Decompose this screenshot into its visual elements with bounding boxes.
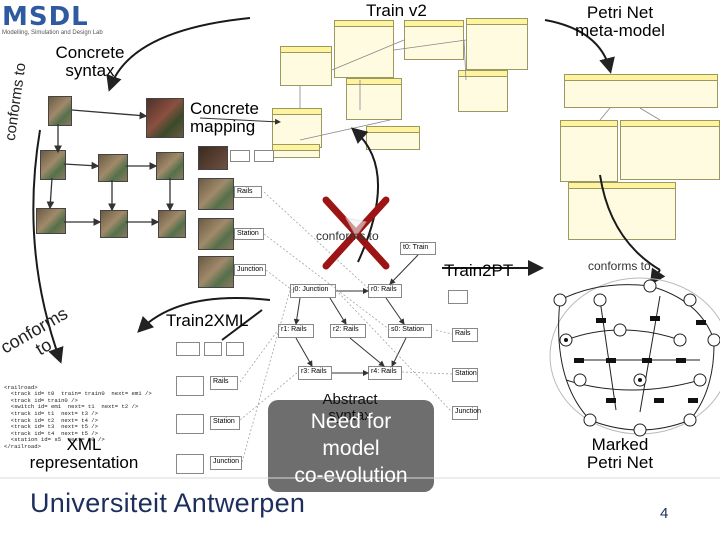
track-photo-3 xyxy=(40,150,66,180)
node-train: t0: Train xyxy=(400,242,436,255)
university-name: Universiteit Antwerpen xyxy=(30,488,306,518)
msdl-logo: MSDL Modelling, Simulation and Design La… xyxy=(2,2,106,42)
xml-line: <railroad> xyxy=(4,383,38,391)
xml-line: </railroad> xyxy=(4,442,41,450)
petri-net-metamodel-title: Petri Net meta-model xyxy=(575,3,665,40)
xml-mini-4 xyxy=(176,376,204,396)
xml-station-box: Station xyxy=(210,416,240,430)
xml-rails-box: Rails xyxy=(210,376,238,390)
mapping-small-box-2 xyxy=(254,150,274,162)
logo-tagline: Modelling, Simulation and Design Lab xyxy=(2,30,103,36)
need-for-coevolution-text: Need for model co-evolution xyxy=(294,410,408,487)
train2xml-label: Train2XML xyxy=(166,311,249,330)
node-rails-0: r0: Rails xyxy=(368,284,402,298)
track-photo-2 xyxy=(98,154,128,182)
right-rails-box: Rails xyxy=(452,328,478,342)
mapping-small-box-1 xyxy=(230,150,250,162)
xml-mini-3 xyxy=(226,342,244,356)
logo-wordmark: MSDL xyxy=(2,2,89,32)
right-mini-1 xyxy=(448,290,468,304)
mapping-junction-box: Junction xyxy=(234,264,266,276)
xml-junction-box: Junction xyxy=(210,456,242,470)
node-rails-4: r4: Rails xyxy=(368,366,402,380)
conforms-to-middle-label: conforms to xyxy=(316,229,379,243)
mapping-station-box: Station xyxy=(234,228,264,240)
mapping-photo-train xyxy=(198,146,228,170)
petrinet-metamodel-diagram xyxy=(560,70,720,240)
train-photo xyxy=(146,98,184,138)
mapping-photo-station xyxy=(198,218,234,250)
train-metamodel-diagram xyxy=(262,18,530,158)
conforms-to-right-label: conforms to xyxy=(588,259,651,273)
abstract-syntax-label: Abstract syntax xyxy=(322,391,378,424)
concrete-syntax-label: Concrete syntax xyxy=(55,43,125,80)
xml-mini-6 xyxy=(176,454,204,474)
right-station-box: Station xyxy=(452,368,478,382)
train2pt-label: Train2PT xyxy=(444,261,514,280)
train-v2-title: Train v2 xyxy=(366,1,427,20)
xml-mini-5 xyxy=(176,414,204,434)
xml-line: <switch id= em1 next= t1 next= t2 /> xyxy=(4,403,139,411)
right-junction-box: Junction xyxy=(452,406,481,420)
xml-line: <track id= t4 next= t5 /> xyxy=(4,429,98,437)
concrete-mapping-label: Concrete mapping xyxy=(190,99,259,136)
xml-line: <station id= s5 next= t0 /> xyxy=(4,436,105,444)
node-junction: j0: Junction xyxy=(290,284,336,298)
xml-line: <track id= train0 /> xyxy=(4,396,78,404)
xml-line: <track id= t3 next= t5 /> xyxy=(4,423,98,431)
mapping-photo-rails xyxy=(198,178,234,210)
page-number: 4 xyxy=(660,505,669,522)
xml-mini-2 xyxy=(204,342,222,356)
co-evolution-callout xyxy=(268,400,434,492)
xml-line: <track id= t1 next= t3 /> xyxy=(4,409,98,417)
xml-mini-1 xyxy=(176,342,200,356)
xml-representation-label: XML representation xyxy=(29,435,139,472)
mapping-photo-junction xyxy=(198,256,234,288)
xml-line: <track id= t0 train= train0 next= em1 /> xyxy=(4,390,152,398)
xml-line: <track id= t2 next= t4 /> xyxy=(4,416,98,424)
marked-petri-net-label: Marked Petri Net xyxy=(586,435,654,472)
node-rails-2: r2: Rails xyxy=(330,324,366,338)
node-station: s0: Station xyxy=(388,324,432,338)
mapping-rails-box: Rails xyxy=(234,186,262,198)
track-photo-1 xyxy=(48,96,72,126)
node-rails-3: r3: Rails xyxy=(298,366,332,380)
xml-code-block: <railroad> <track id= t0 train= train0 n… xyxy=(4,378,152,457)
